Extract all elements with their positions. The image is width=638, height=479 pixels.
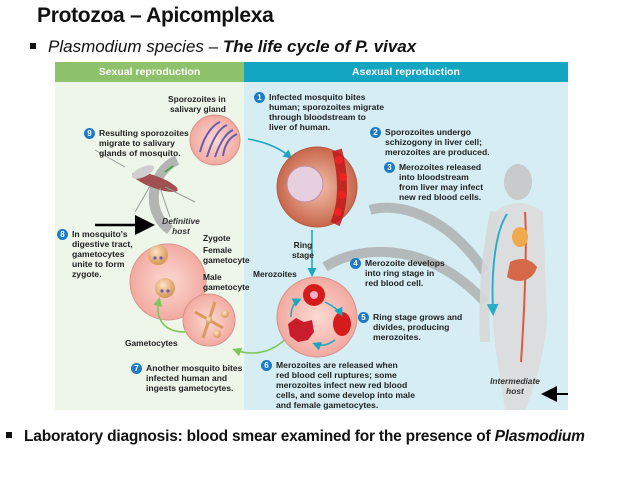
step-number-badge: 1 [254,92,265,103]
gametocytes-circle [182,293,236,347]
subtitle-species: Plasmodium species – [48,37,223,56]
female-gametocyte-label: Female gametocyte [203,245,250,265]
step-number-badge: 8 [57,229,68,240]
definitive-host-label: Definitive host [162,216,200,236]
step-number-badge: 7 [131,363,142,374]
salivary-gland-circle [189,114,241,166]
step-1: 1 Infected mosquito bites human; sporozo… [254,92,384,132]
liver-cell-circle [276,146,358,228]
human-figure [479,164,547,410]
step-9: 9 Resulting sporozoites migrate to saliv… [84,128,189,158]
gametocytes-label: Gametocytes [125,338,178,348]
red-blood-cell-circle [276,276,358,358]
step-3: 3 Merozoites released into bloodstream f… [384,162,483,202]
step-number-badge: 5 [358,312,369,323]
footer-text: Laboratory diagnosis: blood smear examin… [24,428,495,445]
ring-stage-label: Ring stage [292,240,314,260]
step-2: 2 Sporozoites undergo schizogony in live… [370,127,490,157]
bullet-icon [30,42,36,49]
cycle-arc-left [148,155,180,235]
bullet-icon [6,431,12,438]
step-6: 6 Merozoites are released when red blood… [261,360,415,410]
footer-genus: Plasmodium [494,428,585,445]
mosquito-illustration [94,149,196,218]
lab-diagnosis-bullet: Laboratory diagnosis: blood smear examin… [6,428,585,446]
arrow-to-liver [247,138,293,160]
step-number-badge: 2 [370,127,381,138]
cycle-arrow-to-rbc [322,246,489,306]
step-number-badge: 4 [350,258,361,269]
male-gametocyte-label: Male gametocyte [203,272,250,292]
step-4: 4 Merozoite develops into ring stage in … [350,258,445,288]
slide-title: Protozoa – Apicomplexa [37,4,274,27]
step-8: 8 In mosquito's digestive tract, gametoc… [57,229,133,279]
step-number-badge: 3 [384,162,395,173]
zygote-label: Zygote [203,233,231,243]
zygote-circle [129,243,207,321]
sexual-reproduction-header: Sexual reproduction [55,62,244,82]
subtitle-topic: The life cycle of P. vivax [222,37,417,56]
diagram-artwork [94,114,568,410]
cycle-arrow-to-liver [368,202,490,275]
step-number-badge: 9 [84,128,95,139]
step-5: 5 Ring stage grows and divides, producin… [358,312,462,342]
step-7: 7 Another mosquito bites infected human … [131,363,242,393]
asexual-reproduction-header: Asexual reproduction [244,62,568,82]
intermediate-host-label: Intermediate host [490,376,540,396]
merozoites-label: Merozoites [253,269,297,279]
sporozoites-label: Sporozoites in salivary gland [168,94,226,114]
life-cycle-diagram: Sexual reproduction Asexual reproduction [55,62,568,410]
slide-subtitle: Plasmodium species – The life cycle of P… [30,37,416,57]
step-number-badge: 6 [261,360,272,371]
